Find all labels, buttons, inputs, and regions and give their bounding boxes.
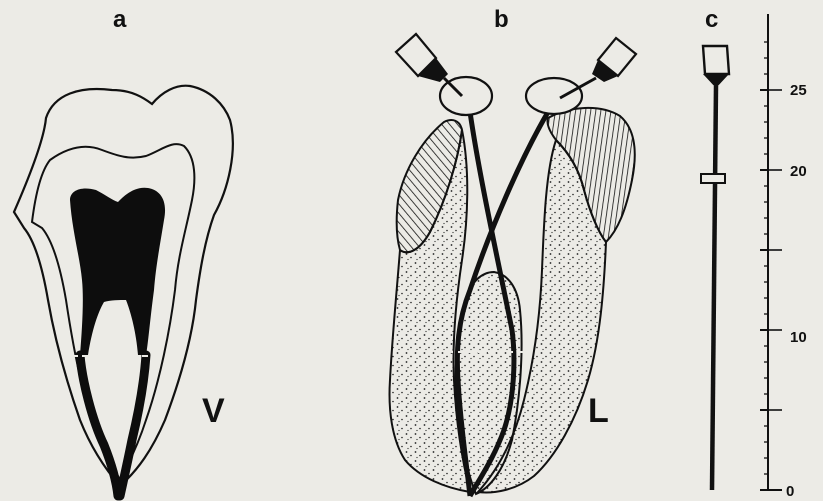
rubber-stop [701,174,725,183]
file-shaft [712,86,716,490]
scale-label-0: 0 [786,484,794,499]
file-handle [703,46,729,74]
panel-label-b: b [494,8,509,32]
root-canal-right [120,355,146,496]
scale-label-10: 10 [790,330,807,345]
panel-label-a: a [113,8,126,32]
dentin-enamel-junction [32,144,194,480]
pulp-chamber [70,188,165,355]
access-opening-right [526,78,582,114]
panel-c-file [701,14,782,490]
panel-label-c: c [705,8,718,32]
file-handle-tip [703,74,729,88]
file-instrument-left [396,34,462,96]
vestibular-label: V [202,394,225,428]
panel-a-tooth [14,86,233,496]
scale-label-20: 20 [790,164,807,179]
scale-ticks [760,42,782,490]
scale-label-25: 25 [790,83,807,98]
root-canal-left [80,355,118,496]
lingual-label: L [588,394,609,428]
